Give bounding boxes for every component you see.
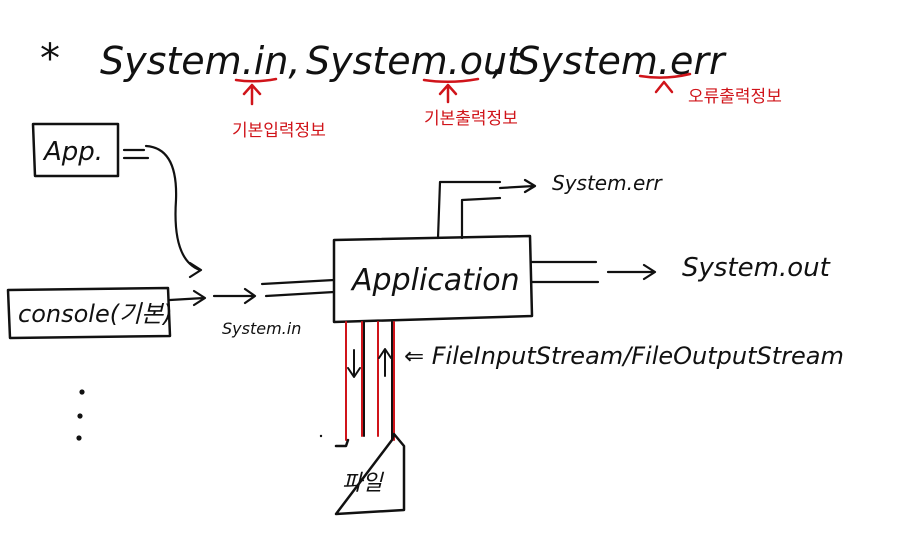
file-node: 파일 — [334, 432, 406, 516]
file-stream-pipes: ⇐ FileInputStream/FileOutputStream — [345, 321, 844, 441]
system-out-flow: System.out — [530, 253, 831, 284]
console-label: console(기본) — [18, 300, 173, 328]
app-node: App. — [31, 122, 203, 279]
file-stream-label: ⇐ FileInputStream/FileOutputStream — [404, 342, 844, 370]
err-pipe — [436, 180, 502, 240]
title-system-err: , System.err — [492, 39, 727, 83]
err-arrow — [498, 178, 537, 194]
file-box — [334, 432, 406, 516]
console-arrow — [168, 289, 207, 307]
file-label: 파일 — [342, 471, 384, 496]
title-system-in: System.in, — [100, 39, 301, 83]
app-to-application-arrow — [144, 144, 203, 279]
system-in-pipe — [260, 278, 336, 298]
caret-err — [654, 80, 674, 94]
application-box — [332, 234, 534, 324]
underline-out — [422, 77, 480, 83]
bullet-asterisk: * — [40, 36, 60, 82]
out-pipe — [530, 260, 600, 284]
dot-1 — [79, 389, 85, 395]
title-line: * System.in, System.out , System.err — [40, 36, 727, 83]
up-arrow — [378, 348, 392, 377]
app-box — [31, 122, 120, 178]
note-err: 오류출력정보 — [688, 87, 782, 107]
console-box — [6, 286, 172, 340]
dot-3 — [76, 435, 82, 441]
console-node: console(기본) — [6, 286, 207, 340]
more-sources-dots — [76, 389, 85, 441]
caret-in — [242, 83, 262, 106]
system-in-arrow — [212, 287, 257, 305]
note-in: 기본입력정보 — [232, 121, 326, 141]
app-label: App. — [42, 137, 103, 167]
title-system-out: System.out — [306, 39, 524, 83]
note-out: 기본출력정보 — [424, 109, 518, 129]
title-annotations: 기본입력정보 기본출력정보 오류출력정보 — [232, 72, 782, 141]
system-err-flow: System.err — [436, 171, 663, 240]
system-in-label: System.in — [222, 319, 301, 338]
stray-mark — [319, 434, 323, 438]
dot-2 — [77, 413, 83, 419]
out-arrow — [606, 263, 657, 281]
system-in-flow: System.in — [212, 278, 336, 338]
underline-err — [638, 72, 692, 79]
app-port — [122, 148, 150, 160]
application-label: Application — [350, 263, 520, 298]
system-err-label: System.err — [552, 171, 663, 195]
system-out-label: System.out — [682, 253, 831, 283]
underline-in — [234, 77, 278, 83]
caret-out — [438, 83, 458, 104]
application-node: Application — [332, 234, 534, 324]
down-arrow — [347, 349, 361, 378]
